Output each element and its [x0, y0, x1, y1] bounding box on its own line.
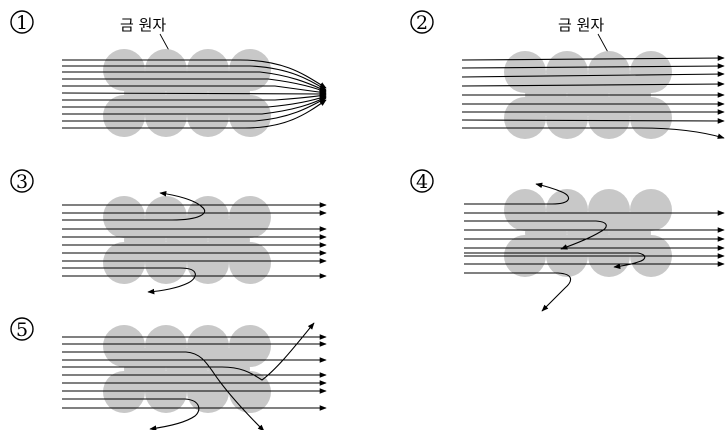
svg-text:1: 1	[16, 12, 28, 34]
alpha-rays	[61, 59, 327, 129]
alpha-rays	[62, 191, 327, 295]
panel-number-5: 5	[10, 317, 34, 341]
panel-number-2: 2	[410, 10, 434, 34]
gold-atoms	[103, 196, 271, 284]
panel-number-4: 4	[410, 169, 434, 193]
gold-atom-label: 금 원자	[558, 16, 604, 34]
gold-atoms	[103, 325, 271, 413]
panel-4: 4	[410, 169, 725, 312]
alpha-rays	[464, 182, 725, 312]
panel-number-1: 1	[10, 10, 34, 34]
panel-number-3: 3	[10, 169, 34, 193]
svg-text:2: 2	[416, 12, 428, 34]
svg-text:4: 4	[416, 171, 428, 193]
panel-2: 2 금 원자	[410, 10, 725, 139]
panel-3: 3	[10, 169, 327, 295]
alpha-rays	[461, 55, 725, 139]
alpha-rays	[62, 322, 327, 430]
panel-1: 1 금 원자	[10, 10, 327, 137]
svg-text:5: 5	[16, 319, 28, 341]
gold-atom-label: 금 원자	[120, 16, 166, 34]
svg-text:3: 3	[16, 171, 28, 193]
panel-5: 5	[10, 317, 327, 430]
